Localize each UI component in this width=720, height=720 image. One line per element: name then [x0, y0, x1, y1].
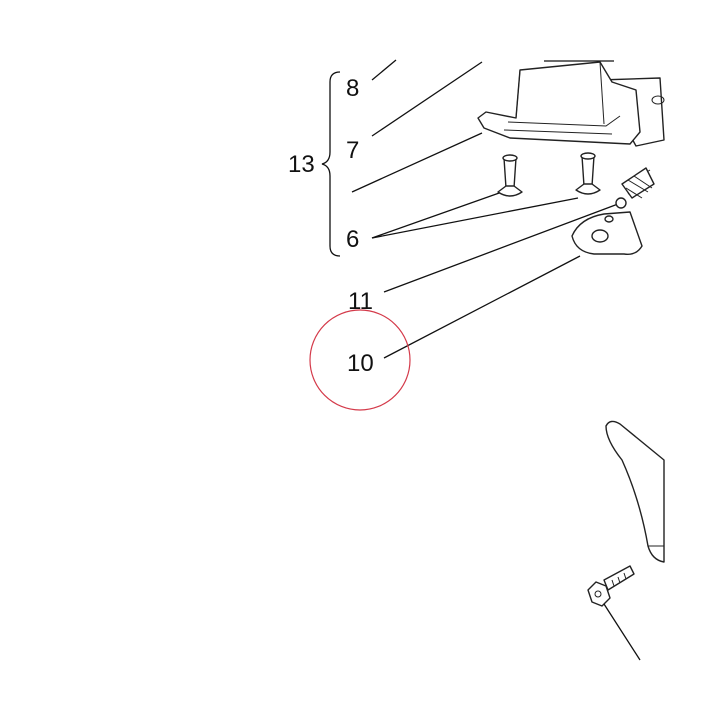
screw-right [575, 152, 601, 195]
spring [621, 167, 655, 199]
lower-bracket [605, 420, 665, 563]
callout-13[interactable]: 13 [288, 151, 315, 178]
screw-left [497, 154, 523, 197]
hinge-bracket [477, 61, 665, 147]
leader-6a [371, 191, 503, 239]
callout-8[interactable]: 8 [346, 75, 359, 102]
bolt [587, 565, 635, 607]
leader-10 [383, 255, 581, 359]
callout-10[interactable]: 10 [347, 350, 374, 377]
leader-7 [371, 61, 483, 137]
assembly-brace [321, 71, 341, 257]
leader-8 [371, 59, 397, 81]
callout-7[interactable]: 7 [346, 137, 359, 164]
ball [615, 197, 627, 209]
plate [571, 211, 643, 256]
leader-hinge [351, 132, 483, 193]
highlight-circle [309, 309, 411, 411]
leader-6b [371, 197, 579, 239]
leader-bolt [603, 603, 641, 661]
callout-6[interactable]: 6 [346, 226, 359, 253]
leader-11 [383, 203, 619, 293]
